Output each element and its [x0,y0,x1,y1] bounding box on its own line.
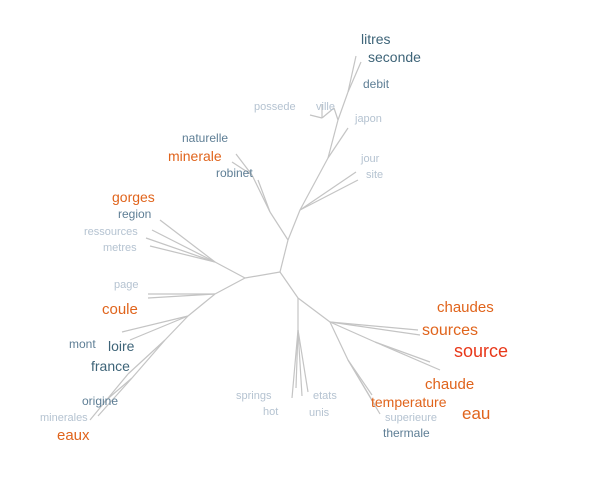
word-label-japon[interactable]: japon [354,113,382,125]
tree-edge [333,107,339,121]
tree-edge [131,339,166,379]
word-label-ville[interactable]: ville [316,101,335,113]
tree-edge [279,271,299,299]
tree-edge [147,293,216,299]
tree-edge [214,261,246,279]
word-label-superieure[interactable]: superieure [385,412,437,424]
word-label-naturelle[interactable]: naturelle [182,131,228,145]
word-label-sources[interactable]: sources [422,322,478,339]
tree-edge [214,277,246,295]
tree-edge [321,107,335,119]
word-label-minerale[interactable]: minerale [168,148,222,164]
tree-edge [231,161,253,176]
tree-edge [97,377,133,417]
word-label-source[interactable]: source [454,341,508,361]
tree-edge [347,55,357,93]
tree-edge [89,373,129,421]
tree-edge [235,153,253,176]
word-label-etats[interactable]: etats [313,390,337,402]
tree-edge [129,315,189,341]
tree-edge [299,171,357,211]
tree-edge [299,157,329,211]
word-label-litres[interactable]: litres [361,31,391,47]
tree-edge [337,91,349,121]
tree-edge [164,315,189,341]
tree-edge [329,321,421,336]
tree-edge [149,245,216,263]
word-labels: litres seconde debit ville possede japon natur… [40,31,508,444]
tree-edge [297,329,309,393]
word-label-ressources[interactable]: ressources [84,226,138,238]
word-label-jour[interactable]: jour [360,153,380,165]
word-label-springs[interactable]: springs [236,390,272,402]
tree-edge [287,209,301,241]
tree-edge [347,359,381,415]
tree-edge [127,339,166,375]
word-label-coule[interactable]: coule [102,301,138,318]
tree-edge [244,271,281,279]
tree-edge [279,239,289,273]
tree-edge [297,297,331,323]
word-label-thermale[interactable]: thermale [383,426,430,440]
tree-edge [374,341,431,363]
word-label-temperature[interactable]: temperature [371,394,447,410]
tree-edge [347,359,373,396]
tree-edge [257,179,271,213]
word-label-origine[interactable]: origine [82,394,118,408]
word-label-robinet[interactable]: robinet [216,166,253,180]
tree-edge [295,329,299,389]
tree-edge [187,293,216,317]
tree-edge [329,321,376,343]
tree-edge [329,321,349,361]
word-label-region[interactable]: region [118,207,151,221]
word-label-site[interactable]: site [366,169,383,181]
tree-edge [291,329,299,399]
tree-edge [374,341,441,371]
word-label-france[interactable]: france [91,358,130,374]
word-label-possede[interactable]: possede [254,101,296,113]
tree-edge [347,61,362,93]
tree-edge [269,211,289,241]
word-label-page[interactable]: page [114,279,138,291]
word-label-chaudes[interactable]: chaudes [437,299,494,316]
tree-edge [159,219,216,263]
tree-edge [297,329,303,397]
tree-edge [309,114,323,119]
tree-edge [299,179,359,211]
tree-edge [329,321,419,331]
tree-edge [145,237,216,263]
tree-edge [251,174,271,213]
word-label-minerales[interactable]: minerales [40,412,88,424]
word-label-chaude[interactable]: chaude [425,376,474,393]
word-label-mont[interactable]: mont [69,337,96,351]
word-label-eau[interactable]: eau [462,404,490,423]
tree-edge [327,127,349,159]
tree-edge [327,119,339,159]
word-label-metres[interactable]: metres [103,242,137,254]
word-label-gorges[interactable]: gorges [112,189,155,205]
tree-edges [89,55,441,421]
tree-edge [151,229,216,263]
word-label-loire[interactable]: loire [108,338,135,354]
word-label-unis[interactable]: unis [309,407,330,419]
word-label-eaux[interactable]: eaux [57,427,90,444]
word-label-hot[interactable]: hot [263,406,278,418]
word-label-seconde[interactable]: seconde [368,49,421,65]
tree-edge [121,315,189,333]
word-label-debit[interactable]: debit [363,77,390,91]
